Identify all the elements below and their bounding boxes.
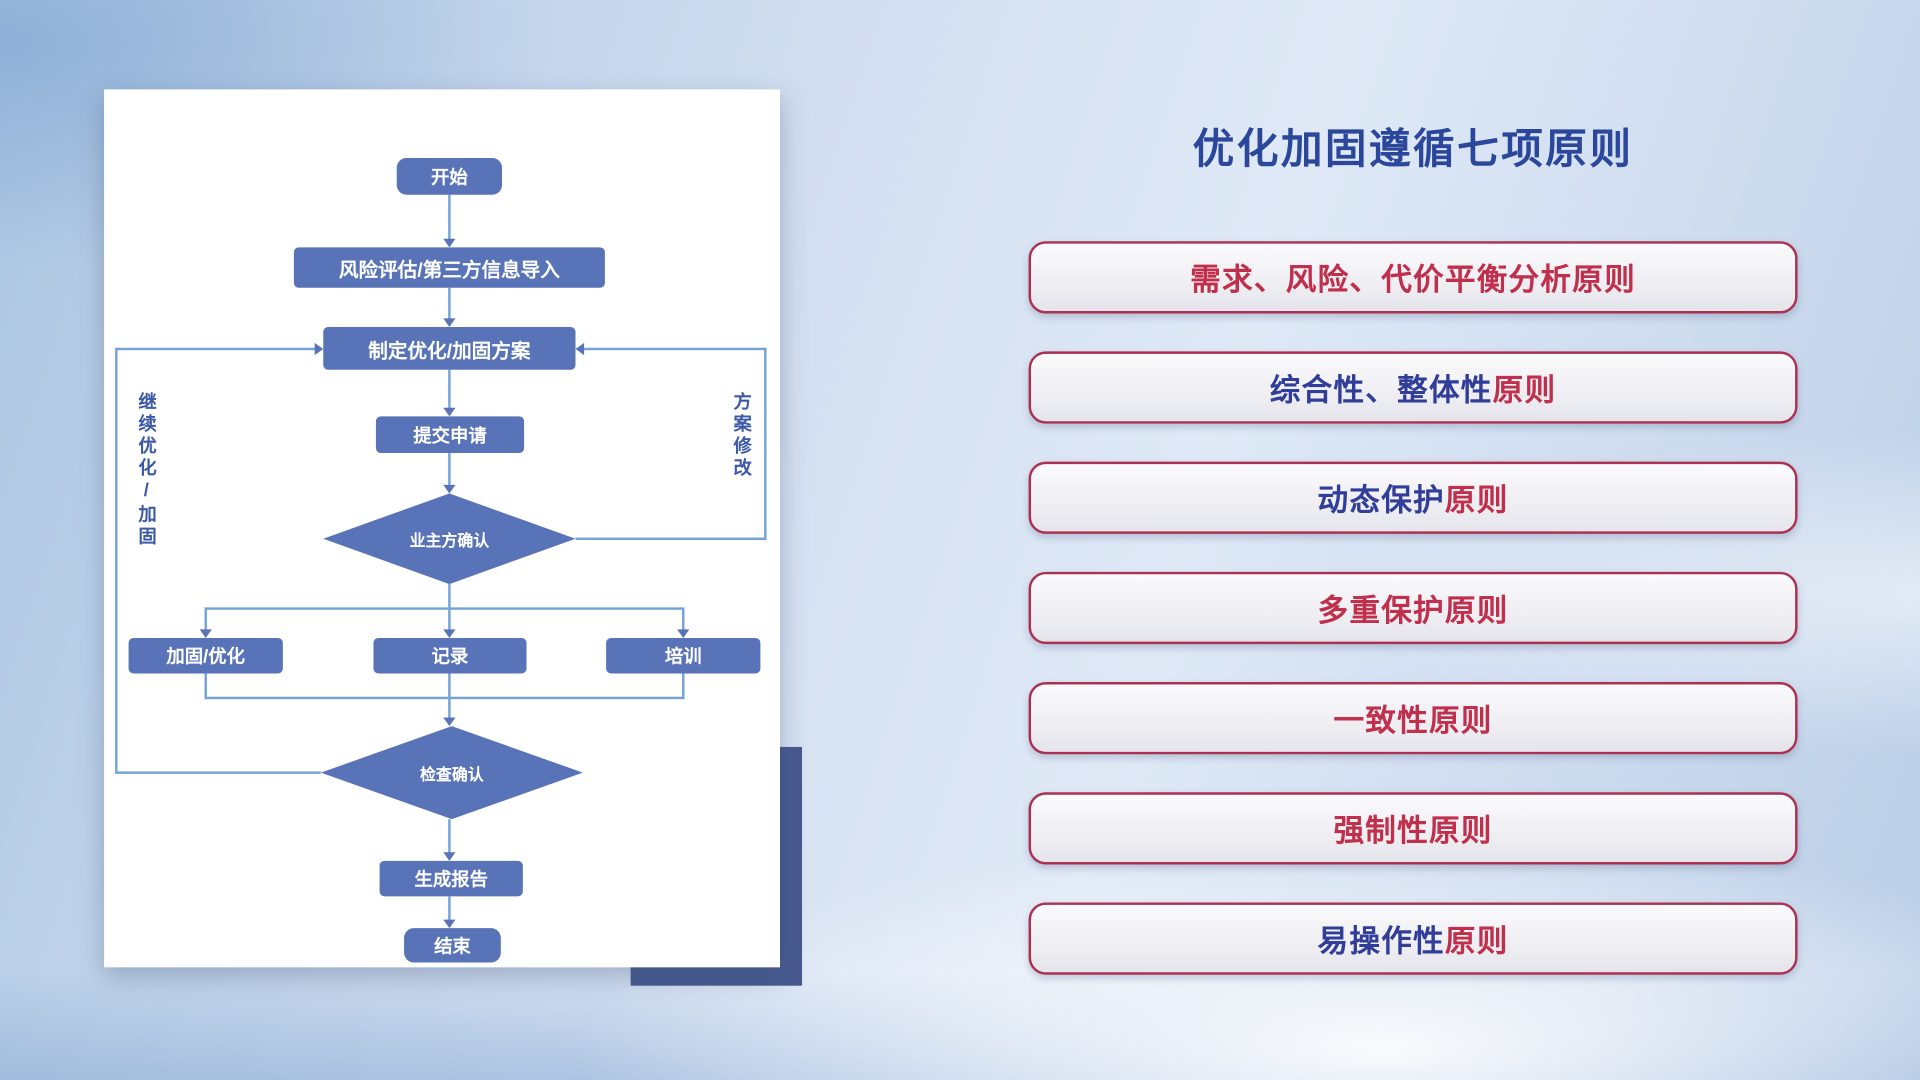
principles-list: 需求、风险、代价平衡分析原则综合性、整体性原则动态保护原则多重保护原则一致性原则… [1028, 241, 1798, 975]
arrowhead [443, 318, 456, 327]
flow-node-training: 培训 [606, 637, 761, 674]
connector-line [584, 347, 766, 351]
flow-node-risk-import: 风险评估/第三方信息导入 [293, 247, 605, 288]
arrowhead [443, 629, 456, 638]
connector-line [116, 771, 321, 774]
principle-text: 原则 [1444, 483, 1509, 518]
connector-line [204, 696, 685, 700]
principle-box: 一致性原则 [1028, 682, 1798, 755]
principle-box: 多重保护原则 [1028, 571, 1798, 645]
arrowhead [314, 342, 324, 356]
flow-node-submit: 提交申请 [375, 416, 525, 454]
principle-text: 原则 [1492, 372, 1557, 408]
loop-label-continue-optimize: 继续优化/加固 [135, 391, 157, 549]
principle-text: 易操作性 [1317, 923, 1445, 959]
connector-line [448, 287, 451, 321]
principle-box: 动态保护原则 [1028, 461, 1798, 534]
arrowhead [677, 629, 690, 638]
connector-line [204, 673, 207, 700]
flow-node-end: 结束 [404, 928, 501, 963]
principle-box: 易操作性原则 [1028, 902, 1798, 975]
arrowhead [443, 852, 456, 861]
loop-label-plan-modify: 方案修改 [731, 391, 752, 480]
flow-decision-check-confirm: 检查确认 [320, 726, 583, 820]
arrowhead [443, 484, 456, 494]
connector-line [682, 673, 685, 700]
principle-text: 一致性原则 [1333, 703, 1493, 738]
principle-box: 需求、风险、代价平衡分析原则 [1028, 241, 1798, 314]
principle-text: 综合性、整体性 [1269, 372, 1493, 408]
connector-line [116, 347, 316, 351]
connector-line [448, 194, 451, 240]
principle-box: 强制性原则 [1028, 792, 1798, 865]
connector-line [115, 347, 118, 774]
page-title: 优化加固遵循七项原则 [1192, 126, 1634, 173]
connector-line [448, 369, 451, 411]
flow-node-reinforce: 加固/优化 [128, 637, 283, 674]
connector-line [204, 608, 207, 632]
connector-line [204, 607, 685, 610]
flow-node-record: 记录 [373, 637, 527, 674]
principle-text: 动态保护 [1317, 483, 1445, 518]
connector-line [682, 608, 685, 632]
connector-line [575, 537, 767, 540]
flow-node-report: 生成报告 [379, 860, 523, 897]
arrowhead [443, 238, 456, 248]
arrowhead [443, 407, 456, 417]
flow-node-make-plan: 制定优化/加固方案 [323, 326, 576, 370]
principle-text: 多重保护原则 [1317, 593, 1509, 628]
principle-text: 强制性原则 [1333, 813, 1493, 848]
arrowhead [199, 629, 212, 638]
flow-decision-owner-confirm: 业主方确认 [323, 493, 576, 585]
connector-line [448, 453, 451, 488]
arrowhead [575, 342, 585, 356]
arrowhead [443, 717, 456, 727]
connector-line [448, 896, 451, 921]
principle-text: 原则 [1444, 923, 1509, 959]
principle-text: 需求、风险、代价平衡分析原则 [1190, 262, 1636, 297]
principle-box: 综合性、整体性原则 [1028, 351, 1798, 424]
flow-node-start: 开始 [396, 157, 503, 195]
connector-line [448, 819, 451, 855]
arrowhead [443, 919, 456, 929]
connector-line [764, 347, 767, 540]
